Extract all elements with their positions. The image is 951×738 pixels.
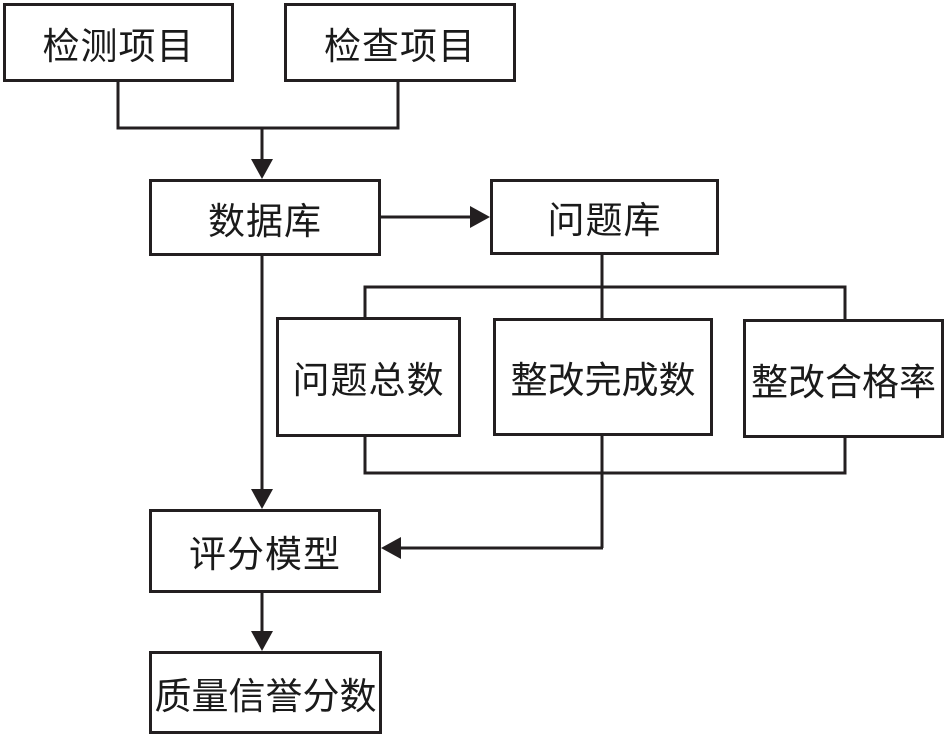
node-rectification-completed-label: 整改完成数 — [510, 361, 696, 402]
node-problem-library: 问题库 — [490, 179, 719, 255]
edge-merge-top-projects — [116, 81, 400, 130]
node-scoring-model-label: 评分模型 — [189, 535, 341, 576]
node-total-problems-label: 问题总数 — [292, 361, 445, 402]
node-problem-library-label: 问题库 — [547, 201, 662, 242]
node-total-problems: 问题总数 — [276, 317, 461, 437]
arrowhead-into-scoring-right — [381, 537, 401, 559]
node-scoring-model: 评分模型 — [149, 509, 381, 593]
arrowhead-into-scoring-top — [251, 489, 273, 509]
edge-collector-bar — [363, 435, 847, 475]
edge-branch-bar — [363, 285, 847, 320]
arrowhead-into-database — [251, 159, 273, 179]
node-quality-reputation-score: 质量信誉分数 — [149, 651, 382, 734]
node-quality-reputation-score-label: 质量信誉分数 — [154, 676, 377, 718]
arrowhead-into-qscore — [251, 631, 273, 651]
arrowhead-into-problemlib — [470, 206, 490, 228]
node-detection-project-label: 检测项目 — [42, 26, 195, 68]
node-rectification-pass-rate-label: 整改合格率 — [751, 362, 936, 404]
node-inspection-project: 检查项目 — [284, 3, 516, 82]
node-database: 数据库 — [149, 179, 381, 256]
node-rectification-pass-rate: 整改合格率 — [743, 319, 944, 438]
node-inspection-project-label: 检查项目 — [324, 26, 476, 68]
node-detection-project: 检测项目 — [3, 3, 234, 82]
node-rectification-completed: 整改完成数 — [493, 318, 713, 436]
node-database-label: 数据库 — [208, 201, 322, 243]
